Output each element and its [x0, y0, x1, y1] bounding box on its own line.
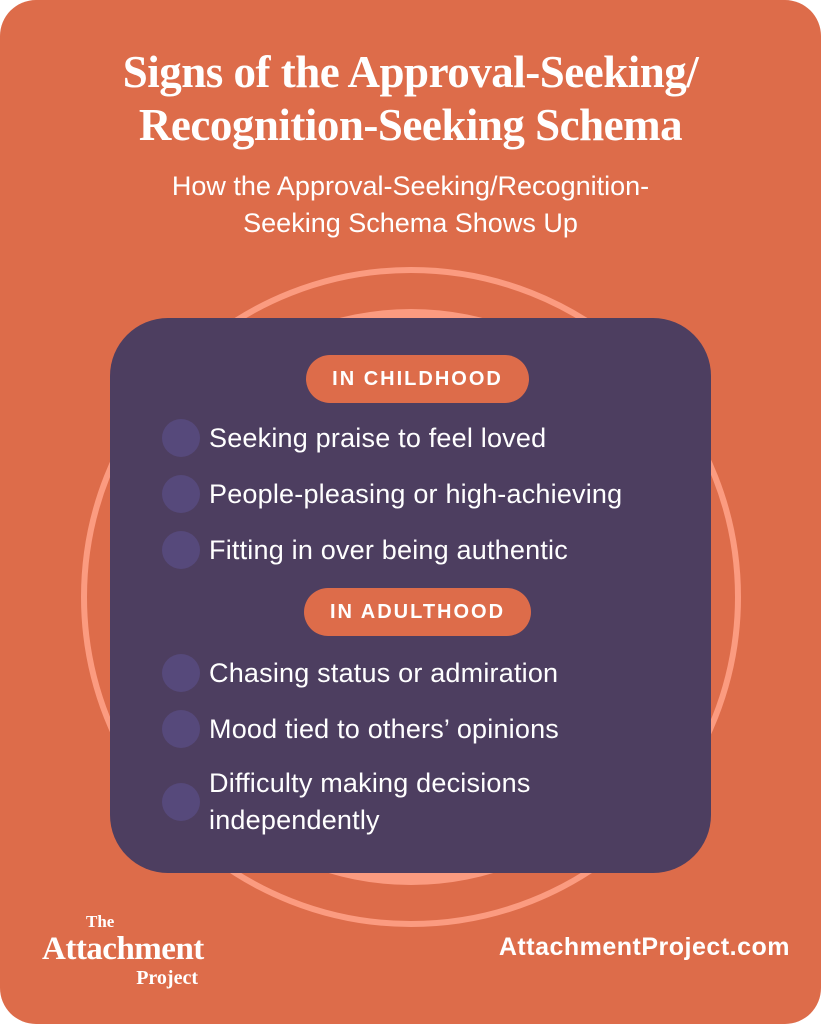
bullet-dot-icon [162, 475, 200, 513]
list-item-label: Mood tied to others’ opinions [209, 713, 560, 744]
list-item: Seeking praise to feel loved [162, 418, 546, 458]
list-item-label: People-pleasing or high-achieving [209, 478, 623, 509]
badge-in-childhood: IN CHILDHOOD [306, 355, 529, 403]
page-subtitle: How the Approval-Seeking/Recognition- Se… [171, 171, 650, 238]
list-item: Mood tied to others’ opinions [162, 709, 559, 749]
logo-word-the: The [86, 912, 115, 931]
page-title: Signs of the Approval-Seeking/ Recogniti… [122, 47, 699, 150]
list-item-label: Seeking praise to feel loved [209, 422, 547, 453]
bullet-dot-icon [162, 654, 200, 692]
list-item-label: Chasing status or admiration [209, 657, 559, 688]
signs-card: IN CHILDHOOD Seeking praise to feel love… [110, 318, 711, 873]
bullet-dot-icon [162, 710, 200, 748]
list-item-label: Difficulty making decisions independentl… [209, 768, 531, 835]
bullet-dot-icon [162, 531, 200, 569]
list-item: People-pleasing or high-achieving [162, 474, 622, 514]
bullet-dot-icon [162, 419, 200, 457]
badge-in-adulthood: IN ADULTHOOD [303, 588, 532, 636]
list-item: Chasing status or admiration [162, 653, 558, 693]
logo-word-attachment: Attachment [42, 931, 204, 967]
list-item: Fitting in over being authentic [162, 530, 568, 570]
bullet-dot-icon [162, 783, 200, 821]
website-url: AttachmentProject.com [498, 933, 790, 961]
list-item: Difficulty making decisions independentl… [162, 765, 531, 839]
logo-word-project: Project [136, 967, 198, 989]
decor-circle-outline [81, 267, 741, 927]
attachment-project-logo: The Attachment Project [42, 912, 204, 989]
list-item-label: Fitting in over being authentic [209, 534, 568, 565]
